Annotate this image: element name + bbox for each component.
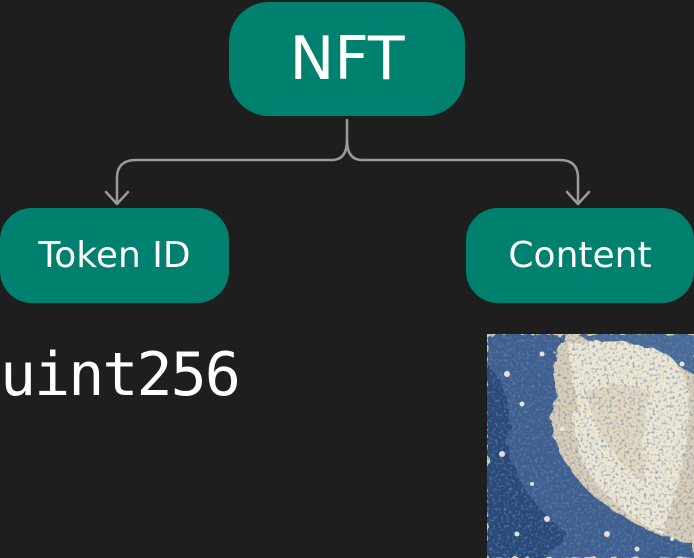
content-node-label: Content [508,235,652,276]
nft-node: NFT [229,2,465,116]
connector-right-branch [345,138,580,205]
connector-trunk [115,118,349,205]
wave-painting-image [487,334,694,558]
token-id-node: Token ID [0,208,229,303]
arrowhead-token-id [104,190,130,206]
token-id-type-label: uint256 [0,340,241,410]
token-id-node-label: Token ID [38,235,191,276]
arrowhead-content [565,190,591,206]
content-node: Content [466,208,694,303]
nft-node-label: NFT [289,24,405,94]
